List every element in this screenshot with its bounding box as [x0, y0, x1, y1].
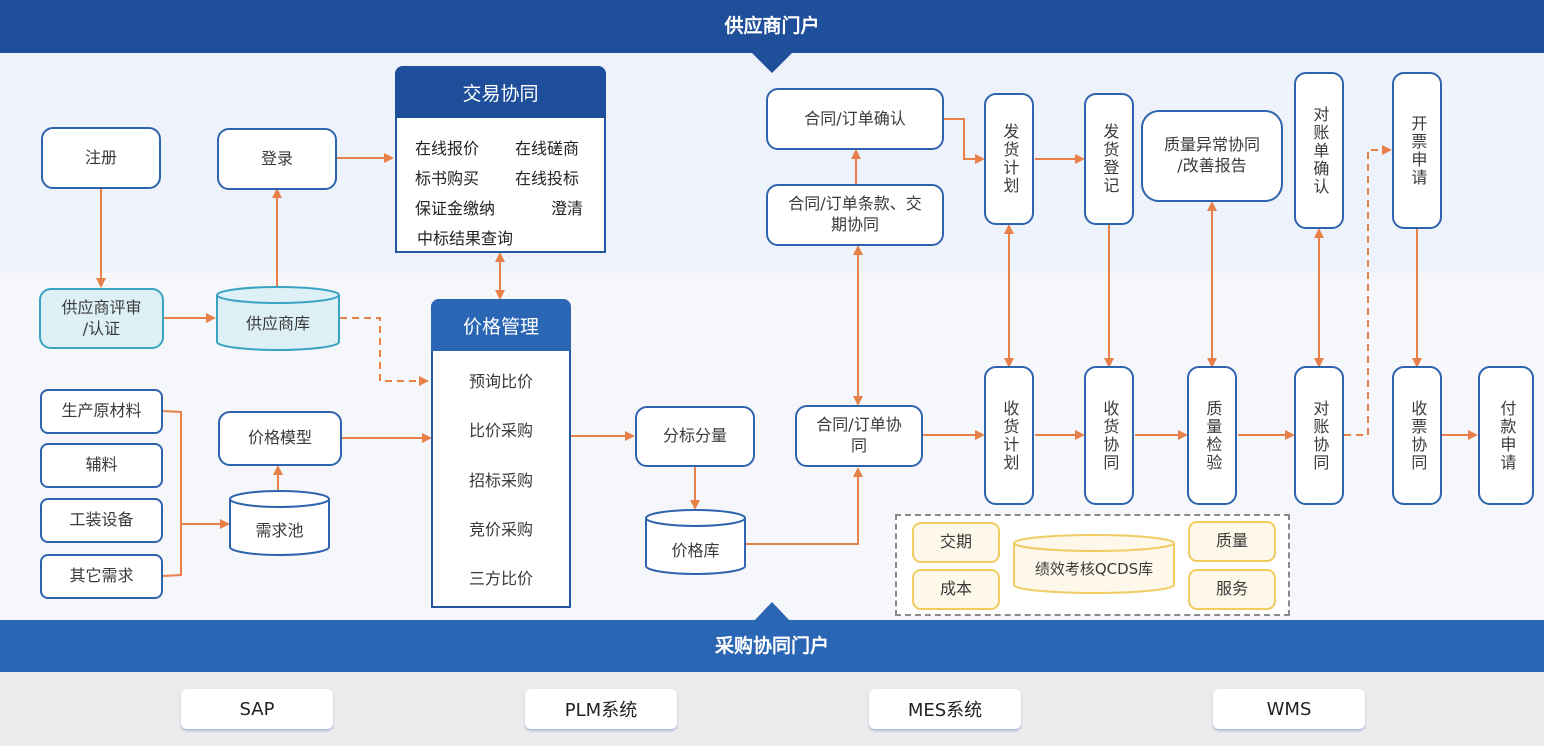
quality-issue-box[interactable]: 质量异常协同 /改善报告: [1141, 110, 1283, 202]
trade-item[interactable]: 保证金缴纳: [415, 199, 496, 218]
trade-item[interactable]: 中标结果查询: [417, 229, 514, 248]
trade-item[interactable]: 在线投标: [515, 169, 580, 188]
receive-plan-label: 收货计划: [1000, 399, 1020, 472]
qcds-cost-label: 成本: [939, 579, 972, 599]
quality-inspect-box[interactable]: 质量检验: [1187, 366, 1237, 505]
system-plm-button[interactable]: PLM系统: [525, 689, 677, 729]
demand-source-box[interactable]: 生产原材料: [40, 389, 163, 434]
register-box[interactable]: 注册: [41, 127, 161, 189]
price-mgmt-title: 价格管理: [431, 299, 571, 351]
system-label: WMS: [1266, 698, 1312, 720]
price-item[interactable]: 竞价采购: [468, 520, 533, 539]
contract-confirm-label: 合同/订单确认: [804, 108, 906, 128]
award-split-label: 分标分量: [662, 426, 727, 446]
statement-collab-label: 对账协同: [1310, 399, 1330, 472]
trade-collab-title: 交易协同: [395, 66, 606, 118]
contract-confirm-box[interactable]: 合同/订单确认: [766, 88, 944, 150]
demand-pool-cylinder[interactable]: 需求池: [229, 490, 330, 557]
qcds-service-box[interactable]: 服务: [1188, 569, 1276, 610]
system-sap-button[interactable]: SAP: [181, 689, 333, 729]
receive-plan-box[interactable]: 收货计划: [984, 366, 1034, 505]
demand-source-label: 其它需求: [69, 566, 134, 586]
system-mes-button[interactable]: MES系统: [869, 689, 1021, 729]
trade-item[interactable]: 在线报价: [415, 139, 480, 158]
demand-source-box[interactable]: 其它需求: [40, 554, 163, 599]
ship-plan-label: 发货计划: [1000, 123, 1020, 195]
price-mgmt-panel: 价格管理 预询比价 比价采购 招标采购 竞价采购 三方比价: [431, 299, 571, 608]
payment-apply-label: 付款申请: [1497, 399, 1517, 472]
supplier-portal-band: [0, 0, 1544, 53]
login-label: 登录: [260, 148, 293, 168]
invoice-apply-label: 开票申请: [1408, 114, 1428, 187]
contract-collab-box[interactable]: 合同/订单协 同: [795, 405, 923, 467]
price-item[interactable]: 比价采购: [468, 421, 533, 440]
qcds-quality-box[interactable]: 质量: [1188, 521, 1276, 562]
receive-collab-box[interactable]: 收货协同: [1084, 366, 1134, 505]
supplier-db-cylinder[interactable]: 供应商库: [216, 286, 340, 352]
trade-collab-panel: 交易协同 在线报价 在线磋商 标书购买 在线投标 保证金缴纳 澄清 中标结果查询: [395, 66, 606, 253]
invoice-receive-box[interactable]: 收票协同: [1392, 366, 1442, 505]
price-db-cylinder[interactable]: 价格库: [645, 509, 746, 576]
quality-inspect-label: 质量检验: [1203, 399, 1223, 472]
register-label: 注册: [84, 147, 117, 167]
database-icon: [216, 286, 340, 351]
contract-collab-label: 合同/订单协 同: [816, 415, 902, 455]
qcds-delivery-box[interactable]: 交期: [912, 522, 1000, 563]
demand-source-box[interactable]: 工装设备: [40, 498, 163, 543]
demand-source-label: 辅料: [85, 455, 118, 475]
price-item[interactable]: 三方比价: [468, 569, 533, 588]
receive-collab-label: 收货协同: [1100, 399, 1120, 472]
quality-issue-label: 质量异常协同 /改善报告: [1163, 135, 1260, 175]
statement-confirm-box[interactable]: 对账单确认: [1294, 72, 1344, 229]
contract-terms-label: 合同/订单条款、交 期协同: [788, 194, 922, 234]
procurement-portal-band: [0, 620, 1544, 672]
price-db-label: 价格库: [671, 541, 720, 560]
qcds-quality-label: 质量: [1215, 531, 1248, 551]
database-icon: [1013, 534, 1175, 594]
price-model-box[interactable]: 价格模型: [218, 411, 342, 466]
qcds-db-cylinder[interactable]: 绩效考核QCDS库: [1013, 534, 1175, 594]
qcds-cost-box[interactable]: 成本: [912, 569, 1000, 610]
demand-source-label: 工装设备: [69, 510, 134, 530]
payment-apply-box[interactable]: 付款申请: [1478, 366, 1534, 505]
system-wms-button[interactable]: WMS: [1213, 689, 1365, 729]
qcds-db-label: 绩效考核QCDS库: [1034, 560, 1154, 578]
statement-collab-box[interactable]: 对账协同: [1294, 366, 1344, 505]
system-label: SAP: [239, 698, 275, 720]
demand-source-label: 生产原材料: [61, 401, 142, 421]
review-certify-label: 供应商评审 /认证: [61, 297, 142, 338]
demand-source-box[interactable]: 辅料: [40, 443, 163, 488]
database-icon: [229, 490, 330, 556]
review-certify-box[interactable]: 供应商评审 /认证: [39, 288, 164, 349]
ship-register-box[interactable]: 发货登记: [1084, 93, 1134, 225]
ship-plan-box[interactable]: 发货计划: [984, 93, 1034, 225]
invoice-receive-label: 收票协同: [1408, 399, 1428, 472]
supplier-portal-title: 供应商门户: [724, 15, 820, 37]
contract-terms-box[interactable]: 合同/订单条款、交 期协同: [766, 184, 944, 246]
login-box[interactable]: 登录: [217, 128, 337, 190]
procurement-portal-title: 采购协同门户: [714, 635, 829, 657]
demand-pool-label: 需求池: [255, 521, 304, 540]
database-icon: [645, 509, 746, 575]
system-label: PLM系统: [564, 700, 638, 721]
qcds-service-label: 服务: [1215, 579, 1248, 599]
price-item[interactable]: 招标采购: [468, 471, 533, 490]
supplier-db-label: 供应商库: [245, 314, 310, 333]
award-split-box[interactable]: 分标分量: [635, 406, 755, 467]
statement-confirm-label: 对账单确认: [1310, 105, 1330, 196]
system-label: MES系统: [907, 700, 983, 721]
price-model-label: 价格模型: [247, 428, 312, 448]
ship-register-label: 发货登记: [1100, 123, 1120, 195]
price-item[interactable]: 预询比价: [468, 372, 533, 391]
invoice-apply-box[interactable]: 开票申请: [1392, 72, 1442, 229]
qcds-delivery-label: 交期: [939, 532, 972, 552]
trade-item[interactable]: 标书购买: [415, 169, 480, 188]
trade-item[interactable]: 在线磋商: [515, 139, 580, 158]
trade-item[interactable]: 澄清: [551, 199, 584, 218]
